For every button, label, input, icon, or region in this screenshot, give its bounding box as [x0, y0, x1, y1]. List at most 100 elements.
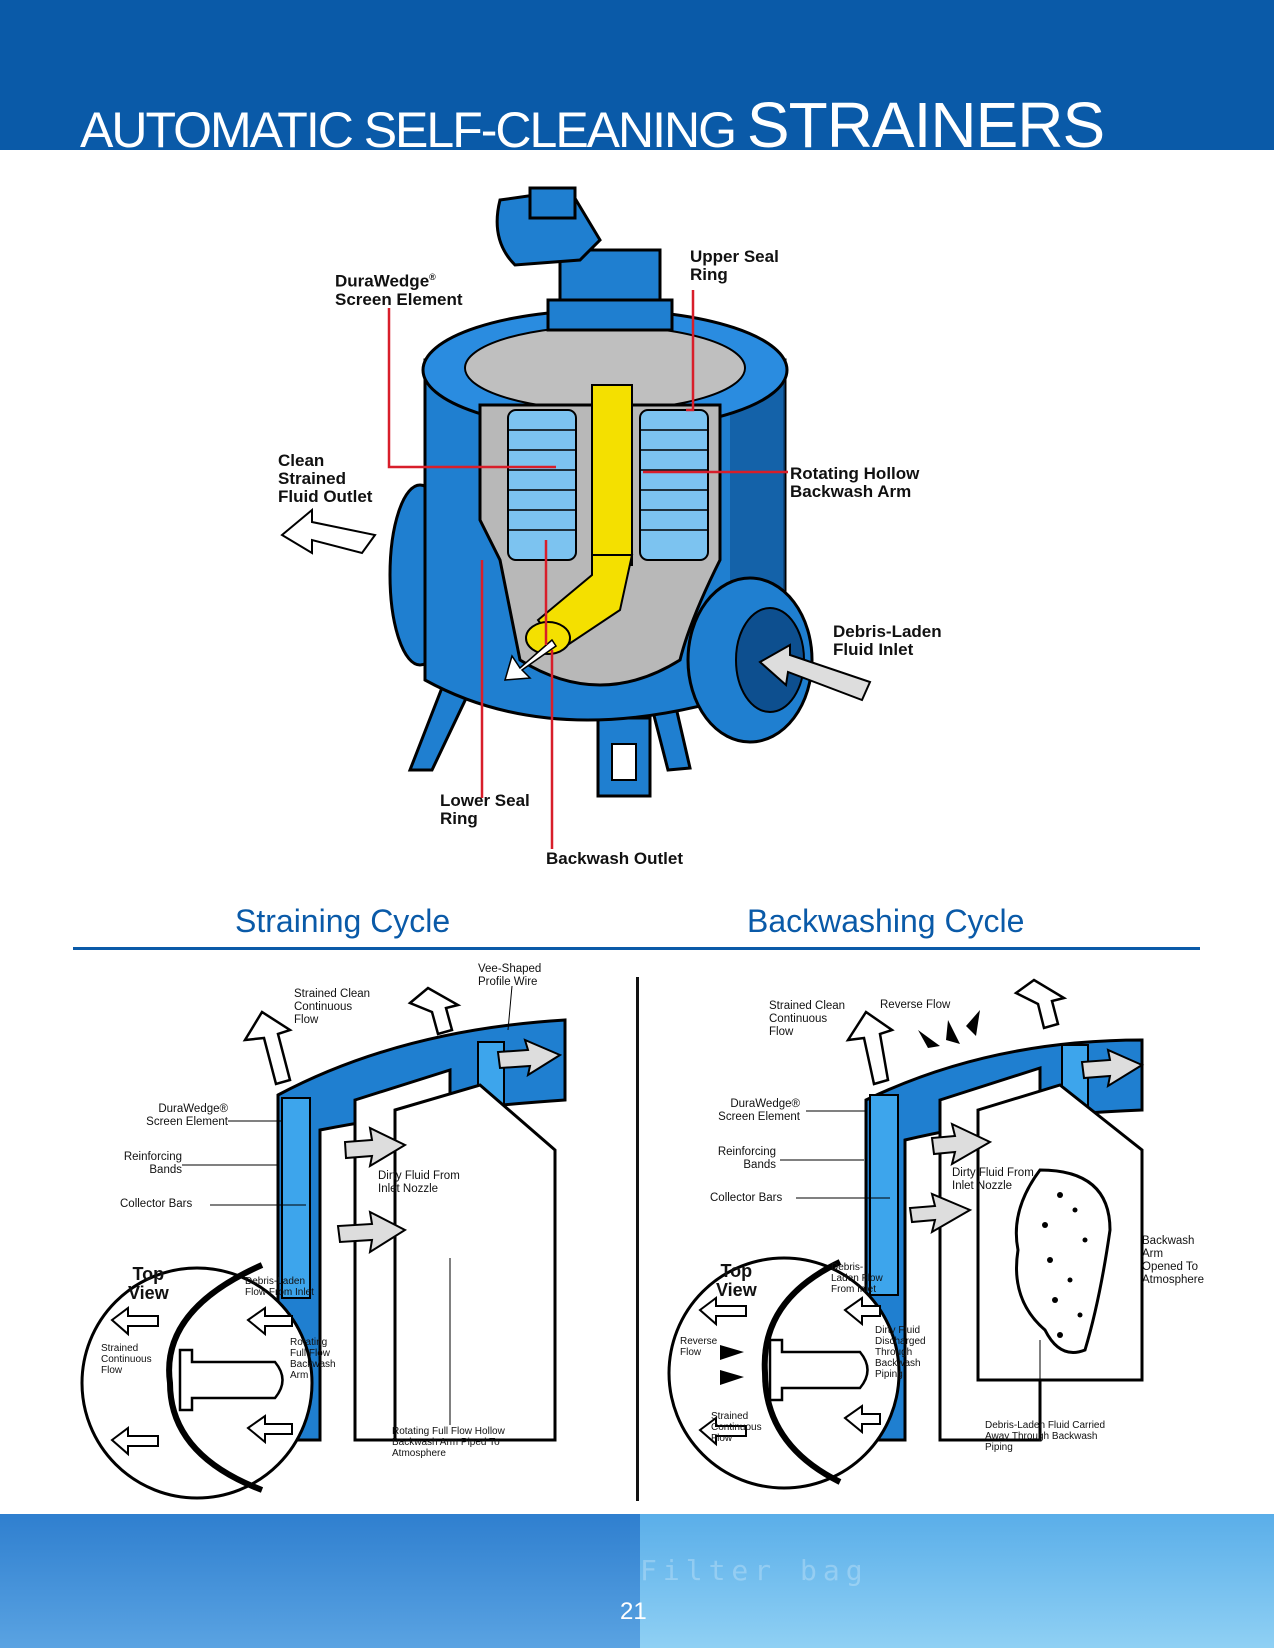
- debris-flow-arrow: [343, 1126, 408, 1169]
- label-line: Bands: [743, 1159, 776, 1171]
- label-line: Backwash Arm Piped To: [392, 1437, 500, 1448]
- label-line: Inlet Nozzle: [378, 1183, 439, 1195]
- label-reverse-flow: Reverse Flow: [880, 999, 951, 1011]
- label-line: Rotating Hollow: [790, 464, 920, 483]
- label-line: Piping: [985, 1442, 1013, 1453]
- label-line: Strained Clean: [769, 1000, 846, 1012]
- label-line: Inlet Nozzle: [952, 1180, 1013, 1192]
- label-line: Strained Clean: [294, 988, 371, 1000]
- inlet-arrow: [758, 643, 872, 702]
- registered-mark: ®: [429, 272, 436, 282]
- label-collector-bars: Collector Bars: [710, 1192, 783, 1204]
- label-line: Vee-Shaped: [478, 963, 542, 975]
- label-line: Flow: [769, 1026, 794, 1038]
- top-view-screen-arc: [761, 1259, 842, 1485]
- strainer-cutaway-diagram: [280, 186, 872, 849]
- label-line: Bands: [149, 1164, 182, 1176]
- label-line: Debris-Laden: [245, 1276, 306, 1287]
- collector-bar: [281, 1097, 311, 1299]
- inward-flow-arrow: [908, 1192, 973, 1235]
- label-line: Continuous: [711, 1422, 762, 1433]
- label-line: Flow: [294, 1014, 319, 1026]
- label-line: DuraWedge®: [158, 1103, 228, 1115]
- label-line: Debris-Laden Fluid Carried: [985, 1420, 1106, 1431]
- label-line: Strained: [711, 1411, 749, 1422]
- top-view-arm: [178, 1348, 284, 1412]
- label-line: Reinforcing: [717, 1146, 776, 1158]
- outward-flow-arrow: [845, 1010, 895, 1086]
- title-light: AUTOMATIC SELF-CLEANING: [80, 102, 747, 158]
- debris-flow-arrow: [336, 1210, 408, 1255]
- drive-flange: [546, 298, 674, 332]
- label-line: Through: [875, 1347, 913, 1358]
- label-line: Flow: [101, 1365, 123, 1376]
- label-line: Top: [132, 1264, 165, 1284]
- debris-flow-arrow: [496, 1038, 563, 1078]
- label-line: Screen Element: [146, 1116, 228, 1128]
- label-line: Piping: [875, 1369, 903, 1380]
- label-line: Ring: [690, 265, 728, 284]
- label-line: Atmosphere: [392, 1448, 446, 1459]
- label-line: Backwash Arm: [790, 482, 912, 501]
- label-line: DuraWedge®: [730, 1098, 800, 1110]
- screen-bands-right: [640, 429, 708, 531]
- label-line: Continuous: [101, 1354, 152, 1365]
- top-view-arm: [768, 1338, 869, 1402]
- label-line: Backwash: [875, 1358, 921, 1369]
- label-line: Upper Seal: [690, 247, 779, 266]
- label-line: Fluid Outlet: [278, 487, 373, 506]
- label-line: Dirty Fluid From: [952, 1167, 1034, 1179]
- section-rule: [73, 947, 1200, 950]
- label-line: Continuous: [294, 1001, 353, 1013]
- footer-watermark: Filter bag: [640, 1554, 869, 1587]
- label-backwash-outlet: Backwash Outlet: [546, 849, 683, 868]
- collector-bar: [869, 1094, 899, 1296]
- outward-flow-arrow: [407, 986, 462, 1036]
- outward-flow-arrow: [1013, 978, 1068, 1030]
- straining-cycle-illustration: [80, 985, 567, 1500]
- label-line: Screen Element: [718, 1111, 800, 1123]
- header-banner: [0, 0, 1274, 150]
- label-line: Atmosphere: [1142, 1274, 1205, 1286]
- screen-element-right: [639, 409, 709, 561]
- page-title: AUTOMATIC SELF-CLEANING STRAINERS: [80, 88, 1105, 162]
- screen-element-left: [507, 409, 577, 561]
- page-number: 21: [620, 1598, 647, 1625]
- label-collector-bars: Collector Bars: [120, 1198, 193, 1210]
- label-line: Strained: [101, 1343, 139, 1354]
- inward-flow-arrow: [930, 1122, 993, 1167]
- label-line: Debris-: [831, 1262, 864, 1273]
- label-line: Rotating: [290, 1337, 328, 1348]
- label-line: Dirty Fluid: [875, 1325, 921, 1336]
- label-line: Reinforcing: [123, 1151, 182, 1163]
- inner-plate: [393, 1083, 557, 1442]
- screen-bands-left: [508, 429, 576, 531]
- label-line: Backwash: [290, 1359, 336, 1370]
- label-line: Reverse: [680, 1336, 718, 1347]
- label-line: Full Flow: [290, 1348, 331, 1359]
- outward-flow-arrow: [242, 1010, 293, 1086]
- label-line: View: [716, 1280, 757, 1300]
- label-line: Opened To: [1142, 1261, 1199, 1273]
- label-line: Clean: [278, 451, 325, 470]
- label-line: Laden Flow: [831, 1273, 883, 1284]
- title-bold: STRAINERS: [746, 89, 1105, 161]
- label-line: Screen Element: [335, 289, 463, 309]
